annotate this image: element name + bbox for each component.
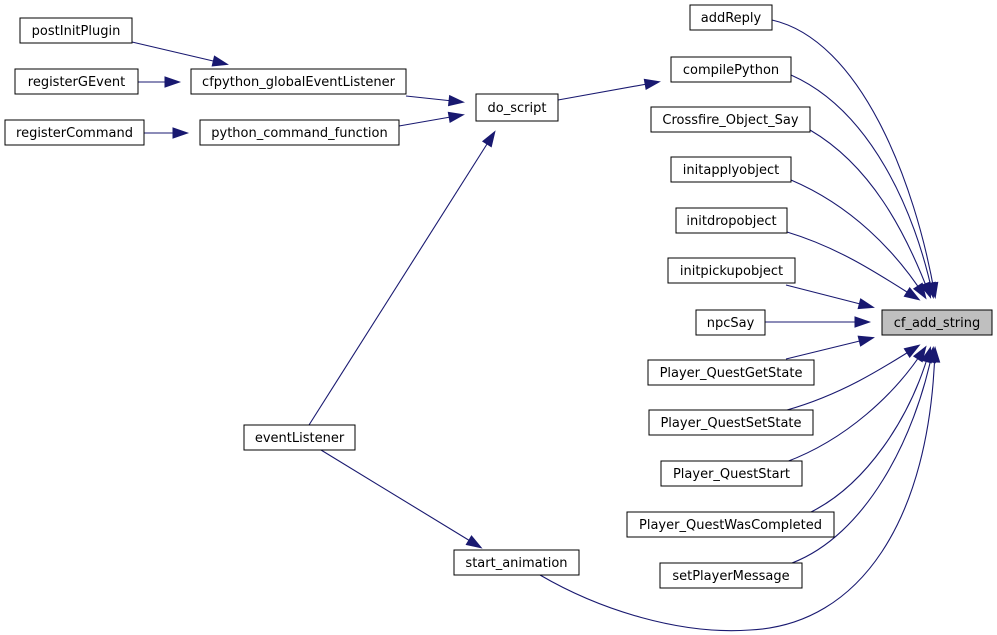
node-box[interactable] xyxy=(675,207,788,234)
node-label: postInitPlugin xyxy=(32,24,121,39)
node-label: initpickupobject xyxy=(680,264,783,279)
arrowhead-do_script xyxy=(481,130,496,148)
arrowhead-cf_add_string xyxy=(854,316,872,328)
node-box[interactable] xyxy=(695,309,766,336)
node-box[interactable] xyxy=(670,156,792,183)
node-registerGEvent[interactable]: registerGEvent xyxy=(14,68,139,95)
node-label: compilePython xyxy=(683,63,779,78)
node-label: initapplyobject xyxy=(683,163,779,178)
node-label: setPlayerMessage xyxy=(672,569,789,584)
node-label: Player_QuestWasCompleted xyxy=(639,518,822,533)
node-postInitPlugin[interactable]: postInitPlugin xyxy=(19,17,133,44)
node-label: eventListener xyxy=(255,431,345,446)
node-compilePython[interactable]: compilePython xyxy=(670,56,792,83)
node-label: registerGEvent xyxy=(28,75,125,90)
node-box[interactable] xyxy=(453,549,580,576)
edge-eventListener-to-start_animation xyxy=(320,449,481,548)
arrowhead-cf_add_string xyxy=(903,286,921,301)
edge-postInitPlugin-to-cfpython_globalEventListener xyxy=(131,41,227,65)
node-label: do_script xyxy=(488,101,547,116)
arrowhead-do_script xyxy=(447,94,466,107)
edge-setPlayerMessage-to-cf_add_string xyxy=(791,348,934,564)
edge-start_animation-to-cf_add_string xyxy=(539,348,936,632)
node-label: addReply xyxy=(701,11,762,26)
arrowhead-do_script xyxy=(447,111,465,123)
node-Player_QuestGetState[interactable]: Player_QuestGetState xyxy=(647,359,815,386)
node-label: Crossfire_Object_Say xyxy=(662,113,798,128)
arrowhead-cf_add_string xyxy=(857,298,875,310)
node-label: cfpython_globalEventListener xyxy=(202,75,396,90)
node-label: registerCommand xyxy=(16,126,133,141)
node-box[interactable] xyxy=(626,511,835,538)
node-label: npcSay xyxy=(707,316,755,331)
edge-do_script-to-compilePython xyxy=(557,81,659,101)
node-npcSay[interactable]: npcSay xyxy=(695,309,766,336)
node-initapplyobject[interactable]: initapplyobject xyxy=(670,156,792,183)
arrowhead-compilePython xyxy=(643,78,661,91)
node-box[interactable] xyxy=(475,93,559,122)
edge-Player_QuestStart-to-cf_add_string xyxy=(785,347,926,463)
node-box[interactable] xyxy=(19,17,133,44)
node-Player_QuestSetState[interactable]: Player_QuestSetState xyxy=(648,409,814,436)
node-Player_QuestStart[interactable]: Player_QuestStart xyxy=(660,460,803,487)
node-addReply[interactable]: addReply xyxy=(689,4,773,31)
arrowhead-python_command_function xyxy=(172,127,190,139)
node-label: initdropobject xyxy=(686,214,776,229)
edge-compilePython-to-cf_add_string xyxy=(790,74,934,297)
node-setPlayerMessage[interactable]: setPlayerMessage xyxy=(659,562,803,589)
node-box[interactable] xyxy=(670,56,792,83)
edge-Player_QuestSetState-to-cf_add_string xyxy=(786,345,919,411)
node-label: python_command_function xyxy=(211,126,387,141)
edge-initpickupobject-to-cf_add_string xyxy=(785,284,873,308)
node-box[interactable] xyxy=(199,119,400,146)
edge-addReply-to-cf_add_string xyxy=(771,19,936,297)
node-python_command_function[interactable]: python_command_function xyxy=(199,119,400,146)
node-cf_add_string[interactable]: cf_add_string xyxy=(881,309,993,336)
node-box[interactable] xyxy=(647,359,815,386)
node-box[interactable] xyxy=(659,562,803,589)
node-initdropobject[interactable]: initdropobject xyxy=(675,207,788,234)
arrowhead-cfpython_globalEventListener xyxy=(164,76,182,88)
arrowhead-start_animation xyxy=(465,535,483,549)
node-Player_QuestWasCompleted[interactable]: Player_QuestWasCompleted xyxy=(626,511,835,538)
node-box[interactable] xyxy=(660,460,803,487)
node-start_animation[interactable]: start_animation xyxy=(453,549,580,576)
node-box[interactable] xyxy=(14,68,139,95)
node-label: Player_QuestStart xyxy=(673,467,790,482)
node-label: Player_QuestGetState xyxy=(660,366,803,381)
graph-edges xyxy=(131,19,941,632)
edge-initapplyobject-to-cf_add_string xyxy=(790,179,926,298)
node-box[interactable] xyxy=(689,4,773,31)
edge-Player_QuestWasCompleted-to-cf_add_string xyxy=(810,348,931,513)
edge-Player_QuestGetState-to-cf_add_string xyxy=(785,337,873,360)
arrowhead-cf_add_string xyxy=(912,282,927,300)
edge-Crossfire_Object_Say-to-cf_add_string xyxy=(809,129,931,297)
node-box[interactable] xyxy=(243,424,356,451)
node-do_script[interactable]: do_script xyxy=(475,93,559,122)
node-Crossfire_Object_Say[interactable]: Crossfire_Object_Say xyxy=(650,106,811,133)
arrowhead-cf_add_string xyxy=(857,335,875,347)
node-box[interactable] xyxy=(4,119,145,146)
graph-nodes: postInitPlugin registerGEvent registerComm… xyxy=(4,4,993,589)
node-label: cf_add_string xyxy=(894,316,981,331)
edge-eventListener-to-do_script xyxy=(308,132,495,426)
node-registerCommand[interactable]: registerCommand xyxy=(4,119,145,146)
node-box[interactable] xyxy=(650,106,811,133)
edge-initdropobject-to-cf_add_string xyxy=(786,231,919,300)
node-box[interactable] xyxy=(881,309,993,336)
node-cfpython_globalEventListener[interactable]: cfpython_globalEventListener xyxy=(190,68,407,95)
arrowhead-cfpython_globalEventListener xyxy=(211,55,229,67)
arrowhead-cf_add_string xyxy=(928,345,941,363)
node-box[interactable] xyxy=(190,68,407,95)
node-eventListener[interactable]: eventListener xyxy=(243,424,356,451)
node-box[interactable] xyxy=(648,409,814,436)
arrowhead-cf_add_string xyxy=(903,344,921,359)
node-box[interactable] xyxy=(667,257,796,284)
node-initpickupobject[interactable]: initpickupobject xyxy=(667,257,796,284)
node-label: start_animation xyxy=(465,556,567,571)
node-label: Player_QuestSetState xyxy=(660,416,801,431)
